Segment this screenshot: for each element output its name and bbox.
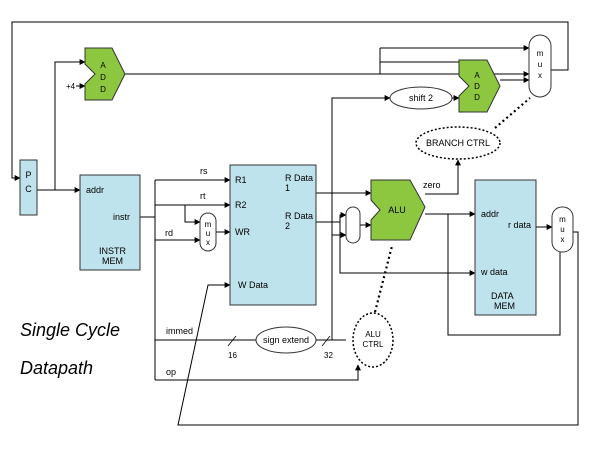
op-label: op <box>166 367 176 377</box>
immed-slash <box>227 335 237 347</box>
alu <box>370 179 426 241</box>
instruction-memory <box>79 174 141 271</box>
branch-ctrl-to-mux <box>494 97 531 129</box>
regdst-mux-letter-x: x <box>206 238 210 247</box>
regfile-rdata2-label: R Data <box>285 211 313 221</box>
rs-label: rs <box>200 166 208 176</box>
regfile-rdata1-label: R Data <box>285 173 313 183</box>
regfile-wdata-label: W Data <box>238 280 268 290</box>
imem-addr-label: addr <box>86 185 104 195</box>
alu-ctrl-label-2: CTRL <box>363 340 384 349</box>
data-memory <box>474 179 537 316</box>
instr-bus-wire <box>140 216 156 380</box>
out-mux-letter-m: m <box>559 215 566 224</box>
branch-control <box>415 126 501 160</box>
dmem-name-1: DATA <box>491 291 514 301</box>
imem-name-2: MEM <box>102 256 123 266</box>
diagram-title-line-2: Datapath <box>20 358 93 378</box>
pc-letter-c: C <box>25 184 32 194</box>
out-mux-letter-u: u <box>560 225 564 234</box>
signext-to-shift2-wire <box>331 95 391 340</box>
rt-label: rt <box>200 191 206 201</box>
plus4-label: +4 <box>66 82 76 91</box>
op-wire <box>155 364 361 381</box>
shift2-label: shift 2 <box>409 93 433 103</box>
pc-to-add-wire <box>54 59 86 190</box>
rdata2-to-dmem-wire <box>339 222 476 276</box>
alu-label: ALU <box>388 205 406 215</box>
regdst-mux-letter-u: u <box>206 229 210 238</box>
branch-adder <box>458 59 501 113</box>
regdst-mux-letter-m: m <box>205 220 212 229</box>
branch-adder-letter-a: A <box>474 71 480 80</box>
branch-adder-letter-d1: D <box>474 82 480 91</box>
pc-register <box>19 159 38 216</box>
imem-name-1: INSTR <box>99 246 127 256</box>
pc-mux-letter-u: u <box>538 60 542 69</box>
dmem-addr-label: addr <box>481 209 499 219</box>
regfile-r1-label: R1 <box>235 175 247 185</box>
rt-to-mux-wire <box>184 205 201 225</box>
sign-extend <box>255 326 317 354</box>
alu-control <box>352 312 394 368</box>
pc-source-mux <box>528 34 552 98</box>
alu-bypass-wire <box>447 214 561 336</box>
sign-extend-label: sign extend <box>263 335 309 345</box>
rdata2-to-mux-wire <box>316 212 347 223</box>
pc-adder <box>84 47 126 101</box>
signext-slash <box>321 335 331 347</box>
pc-adder-letter-a: A <box>100 61 106 70</box>
pc-adder-letter-d1: D <box>100 73 106 82</box>
branch-ctrl-label: BRANCH CTRL <box>426 138 490 148</box>
pc-mux-letter-m: m <box>537 49 544 58</box>
mem-to-reg-mux <box>551 206 574 253</box>
diagram-title-line-1: Single Cycle <box>20 320 120 340</box>
pc-letter-p: P <box>25 170 31 180</box>
register-file <box>229 164 317 306</box>
reg-dst-mux <box>199 212 217 252</box>
pc4-to-branch-add-wire <box>379 61 459 74</box>
alu-ctrl-to-alu <box>373 245 394 313</box>
pc-adder-letter-d2: D <box>100 85 106 94</box>
branch-adder-letter-d2: D <box>474 93 480 102</box>
dmem-name-2: MEM <box>494 301 515 311</box>
regfile-rdata2-num: 2 <box>285 221 290 231</box>
alu-src-mux <box>345 206 361 244</box>
shift-left-2 <box>389 86 453 110</box>
writeback-wire <box>177 231 579 426</box>
dmem-wdata-label: w data <box>480 267 508 277</box>
zero-label: zero <box>423 180 441 190</box>
regfile-r2-label: R2 <box>235 200 247 210</box>
signext-width-label: 32 <box>324 351 333 360</box>
rd-label: rd <box>165 228 173 238</box>
regfile-wr-label: WR <box>235 227 250 237</box>
zero-to-branch-wire <box>425 159 461 195</box>
imem-instr-label: instr <box>113 212 130 222</box>
pc-mux-letter-x: x <box>538 71 542 80</box>
immed-width-label: 16 <box>228 351 237 360</box>
pc-feedback-wire <box>11 21 569 181</box>
out-mux-letter-x: x <box>561 235 565 244</box>
regfile-rdata1-num: 1 <box>285 183 290 193</box>
dmem-rdata-label: r data <box>508 220 531 230</box>
alu-ctrl-label-1: ALU <box>365 330 381 339</box>
immed-label: immed <box>166 326 193 336</box>
